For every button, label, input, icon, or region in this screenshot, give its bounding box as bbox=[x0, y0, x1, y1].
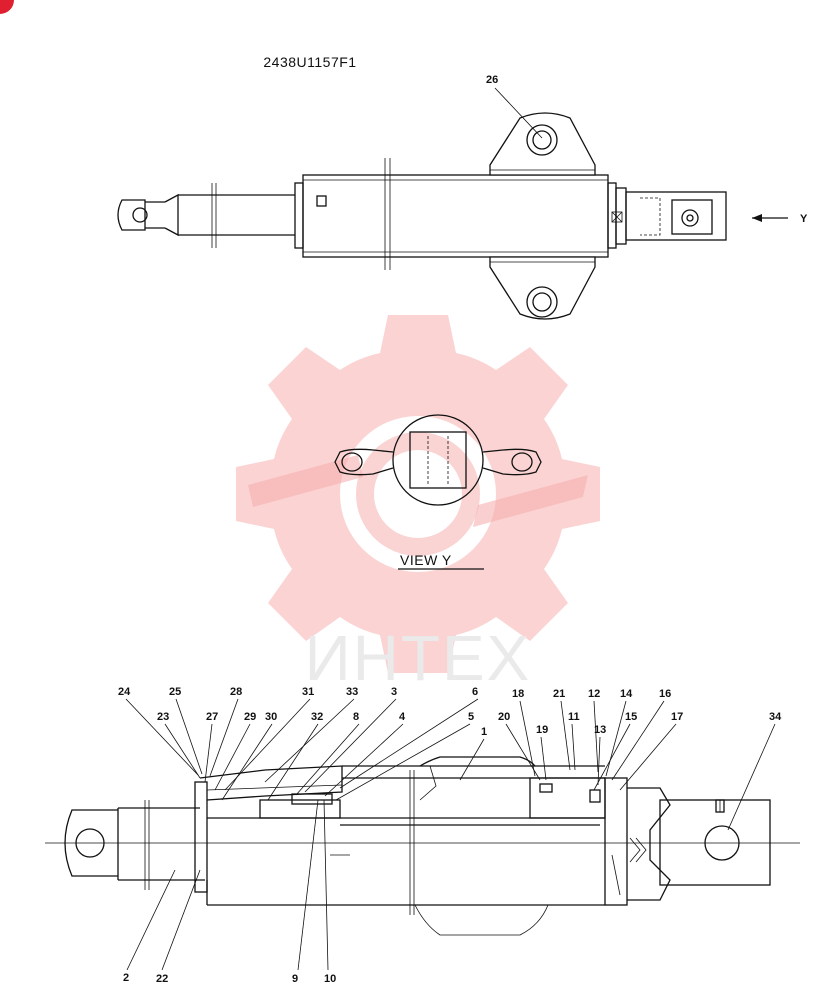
callout-17: 17 bbox=[671, 711, 683, 723]
callout-26: 26 bbox=[486, 74, 498, 86]
callout-5: 5 bbox=[468, 711, 474, 723]
callout-1: 1 bbox=[481, 726, 487, 738]
callout-11: 11 bbox=[568, 711, 580, 723]
callout-33: 33 bbox=[346, 686, 358, 698]
leader-lines bbox=[125, 698, 776, 971]
callout-2: 2 bbox=[123, 972, 129, 984]
callout-12: 12 bbox=[588, 688, 600, 700]
callout-27: 27 bbox=[206, 711, 218, 723]
callout-10: 10 bbox=[324, 973, 336, 985]
cylinder-section-view bbox=[45, 756, 800, 936]
watermark-text: ИНТЕХ bbox=[305, 622, 532, 694]
callout-32: 32 bbox=[311, 711, 323, 723]
callout-34: 34 bbox=[769, 711, 782, 723]
callout-13: 13 bbox=[594, 724, 606, 736]
callout-23: 23 bbox=[157, 711, 169, 723]
callout-29: 29 bbox=[244, 711, 256, 723]
callout-8: 8 bbox=[353, 711, 359, 723]
callout-9: 9 bbox=[292, 973, 298, 985]
callout-14: 14 bbox=[620, 688, 633, 700]
callout-6: 6 bbox=[472, 686, 478, 698]
callout-25: 25 bbox=[169, 686, 181, 698]
callout-31: 31 bbox=[302, 686, 314, 698]
callout-22: 22 bbox=[156, 973, 168, 985]
callout-labels: 24 25 28 31 33 3 6 18 21 12 14 16 23 27 … bbox=[118, 686, 782, 985]
drawing-number: 2438U1157F1 bbox=[263, 54, 356, 70]
callout-24: 24 bbox=[118, 686, 131, 698]
callout-19: 19 bbox=[536, 724, 548, 736]
callout-15: 15 bbox=[625, 711, 637, 723]
cylinder-side-view: Y 26 bbox=[117, 74, 808, 320]
watermark-logo: ИНТЕХ bbox=[236, 315, 600, 694]
callout-4: 4 bbox=[399, 711, 406, 723]
arrow-y-label: Y bbox=[800, 213, 808, 225]
view-y-end: VIEW Y bbox=[334, 414, 542, 570]
callout-30: 30 bbox=[265, 711, 277, 723]
callout-20: 20 bbox=[498, 711, 510, 723]
callout-28: 28 bbox=[230, 686, 242, 698]
callout-16: 16 bbox=[659, 688, 671, 700]
callout-3: 3 bbox=[391, 686, 397, 698]
callout-21: 21 bbox=[553, 688, 565, 700]
view-y-label: VIEW Y bbox=[400, 552, 452, 568]
corner-badge bbox=[0, 0, 14, 14]
callout-18: 18 bbox=[512, 688, 524, 700]
